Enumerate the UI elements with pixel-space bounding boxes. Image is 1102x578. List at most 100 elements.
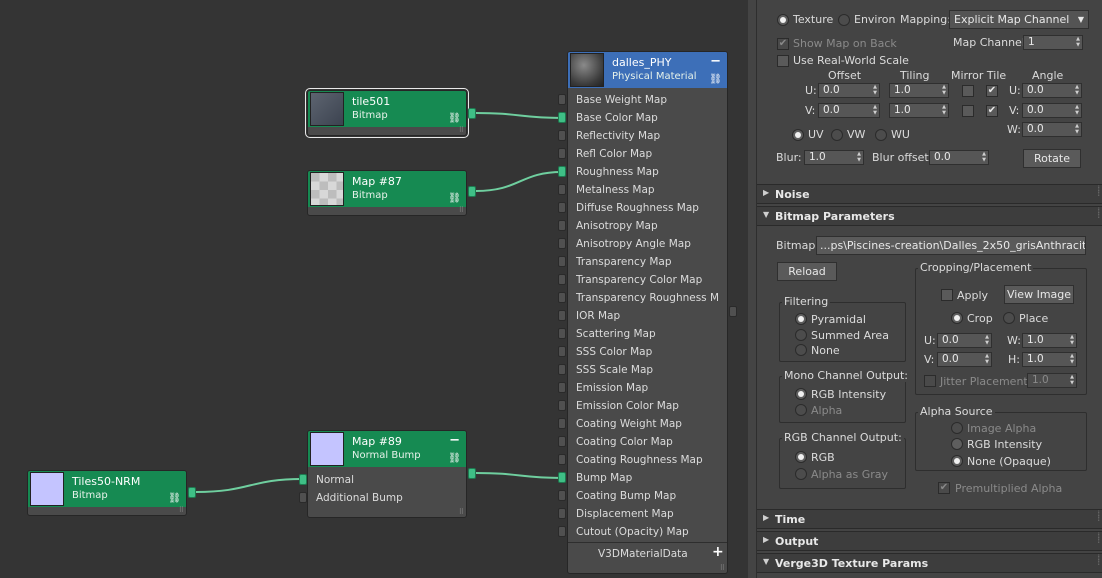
- crop-u-spinner[interactable]: 0.0: [937, 333, 992, 348]
- chain-icon[interactable]: ⛓: [168, 493, 181, 504]
- add-icon[interactable]: +: [712, 544, 724, 560]
- material-slot[interactable]: SSS Color Map: [568, 344, 727, 362]
- collapse-icon[interactable]: −: [710, 54, 721, 69]
- node-tiles50-nrm[interactable]: Tiles50-NRM Bitmap ⛓ ⠿: [27, 470, 187, 516]
- rollout-noise[interactable]: ▶ Noise ⁞⁞: [757, 184, 1102, 204]
- material-input-socket[interactable]: [558, 292, 566, 303]
- checkbox-show-map-on-back[interactable]: ✔: [777, 38, 789, 50]
- reload-button[interactable]: Reload: [777, 262, 837, 281]
- blur-spinner[interactable]: 1.0: [804, 150, 864, 165]
- material-input-socket[interactable]: [558, 220, 566, 231]
- material-slot[interactable]: Anisotropy Angle Map: [568, 236, 727, 254]
- material-slot[interactable]: Transparency Roughness M...: [568, 290, 727, 308]
- material-slot[interactable]: Base Weight Map: [568, 92, 727, 110]
- material-input-socket[interactable]: [558, 526, 566, 537]
- chain-icon[interactable]: ⛓: [448, 113, 461, 124]
- apply-checkbox[interactable]: [941, 289, 953, 301]
- rollout-output[interactable]: ▶ Output ⁞⁞: [757, 531, 1102, 551]
- material-input-socket[interactable]: [558, 274, 566, 285]
- material-input-socket[interactable]: [558, 364, 566, 375]
- map-channel-spinner[interactable]: 1: [1023, 35, 1083, 50]
- radio-alpha[interactable]: [795, 404, 807, 416]
- bitmap-path-button[interactable]: ...ps\Piscines-creation\Dalles_2x50_gris…: [816, 236, 1086, 255]
- v-angle-spinner[interactable]: 0.0: [1022, 103, 1082, 118]
- radio-alpha-as-gray[interactable]: [795, 468, 807, 480]
- radio-rgb[interactable]: [795, 451, 807, 463]
- radio-none-opaque[interactable]: [951, 455, 963, 467]
- radio-vw[interactable]: [831, 129, 843, 141]
- material-input-socket[interactable]: [558, 256, 566, 267]
- material-input-socket[interactable]: [558, 400, 566, 411]
- material-input-socket[interactable]: [558, 94, 566, 105]
- chain-icon[interactable]: ⛓: [448, 193, 461, 204]
- material-slot[interactable]: Displacement Map: [568, 506, 727, 524]
- tile-u-checkbox[interactable]: ✔: [986, 85, 998, 97]
- material-input-socket[interactable]: [558, 310, 566, 321]
- output-socket[interactable]: [468, 186, 476, 197]
- tile-v-checkbox[interactable]: ✔: [986, 105, 998, 117]
- material-slot[interactable]: Metalness Map: [568, 182, 727, 200]
- mirror-v-checkbox[interactable]: [962, 105, 974, 117]
- material-slot[interactable]: Diffuse Roughness Map: [568, 200, 727, 218]
- material-slot[interactable]: Coating Roughness Map: [568, 452, 727, 470]
- material-input-socket[interactable]: [558, 112, 566, 123]
- chain-icon[interactable]: ⛓: [709, 74, 722, 85]
- material-slot[interactable]: Refl Color Map: [568, 146, 727, 164]
- node-editor-canvas[interactable]: tile501 Bitmap ⛓ ⠿ Map #87 Bitmap ⛓ ⠿ Ma…: [0, 0, 748, 578]
- material-slot[interactable]: Bump Map: [568, 470, 727, 488]
- radio-environ[interactable]: [838, 14, 850, 26]
- radio-crop[interactable]: [951, 312, 963, 324]
- material-slot[interactable]: Anisotropy Map: [568, 218, 727, 236]
- material-slot[interactable]: Coating Color Map: [568, 434, 727, 452]
- material-input-socket[interactable]: [558, 418, 566, 429]
- w-angle-spinner[interactable]: 0.0: [1022, 122, 1082, 137]
- collapse-icon[interactable]: −: [449, 433, 460, 448]
- material-slot[interactable]: Cutout (Opacity) Map: [568, 524, 727, 542]
- resize-grip-icon[interactable]: ⠿: [458, 508, 464, 516]
- rollout-verge3d[interactable]: ▼ Verge3D Texture Params ⁞⁞: [757, 553, 1102, 573]
- material-slot[interactable]: Reflectivity Map: [568, 128, 727, 146]
- material-input-socket[interactable]: [558, 130, 566, 141]
- premultiplied-checkbox[interactable]: ✔: [938, 482, 950, 494]
- crop-w-spinner[interactable]: 1.0: [1022, 333, 1077, 348]
- material-input-socket[interactable]: [558, 382, 566, 393]
- radio-image-alpha[interactable]: [951, 422, 963, 434]
- radio-uv[interactable]: [792, 129, 804, 141]
- rollout-time[interactable]: ▶ Time ⁞⁞: [757, 509, 1102, 529]
- output-socket[interactable]: [468, 108, 476, 119]
- radio-texture[interactable]: [777, 14, 789, 26]
- input-socket-additional-bump[interactable]: [299, 492, 307, 503]
- view-image-button[interactable]: View Image: [1004, 285, 1074, 304]
- material-input-socket[interactable]: [558, 328, 566, 339]
- material-slot[interactable]: Base Color Map: [568, 110, 727, 128]
- output-socket[interactable]: [188, 487, 196, 498]
- material-slot[interactable]: Roughness Map: [568, 164, 727, 182]
- mirror-u-checkbox[interactable]: [962, 85, 974, 97]
- material-slot[interactable]: IOR Map: [568, 308, 727, 326]
- rollout-bitmap-parameters[interactable]: ▼ Bitmap Parameters ⁞⁞: [757, 206, 1102, 226]
- radio-summed-area[interactable]: [795, 329, 807, 341]
- radio-pyramidal[interactable]: [795, 313, 807, 325]
- node-map89[interactable]: Map #89 Normal Bump − ⛓ Normal Additiona…: [307, 430, 467, 518]
- material-slot[interactable]: Transparency Color Map: [568, 272, 727, 290]
- material-input-socket[interactable]: [558, 148, 566, 159]
- material-slot[interactable]: SSS Scale Map: [568, 362, 727, 380]
- material-slot[interactable]: Coating Weight Map: [568, 416, 727, 434]
- resize-grip-icon[interactable]: ⠿: [178, 506, 184, 514]
- material-slot[interactable]: Emission Map: [568, 380, 727, 398]
- output-socket[interactable]: [468, 468, 476, 479]
- mapping-dropdown[interactable]: Explicit Map Channel▼: [949, 10, 1089, 29]
- resize-grip-icon[interactable]: ⠿: [719, 564, 725, 572]
- material-input-socket[interactable]: [558, 508, 566, 519]
- v-offset-spinner[interactable]: 0.0: [818, 103, 880, 118]
- resize-grip-icon[interactable]: ⠿: [458, 126, 464, 134]
- node-material-dalles[interactable]: dalles_PHY Physical Material − ⛓ Base We…: [567, 51, 728, 574]
- rotate-button[interactable]: Rotate: [1023, 149, 1081, 168]
- material-input-socket[interactable]: [558, 490, 566, 501]
- crop-h-spinner[interactable]: 1.0: [1022, 352, 1077, 367]
- slot-normal[interactable]: Normal: [308, 472, 466, 490]
- material-slot[interactable]: Scattering Map: [568, 326, 727, 344]
- u-offset-spinner[interactable]: 0.0: [818, 83, 880, 98]
- blur-offset-spinner[interactable]: 0.0: [929, 150, 989, 165]
- node-tile501[interactable]: tile501 Bitmap ⛓ ⠿: [305, 88, 469, 138]
